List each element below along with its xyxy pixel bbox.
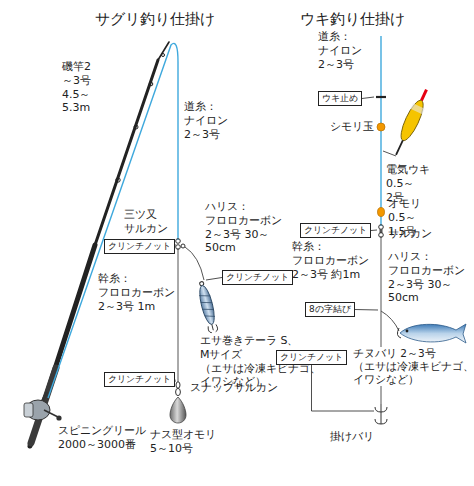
electric-float xyxy=(410,103,424,114)
line-label: 道糸： ナイロン 2～3号 xyxy=(318,30,362,71)
line-label: 道糸： ナイロン 2～3号 xyxy=(184,100,228,141)
leader-line xyxy=(362,97,374,99)
three-way-swivel xyxy=(176,239,185,250)
leader-label: ハリス： フロロカーボン 2～3号 30～50cm xyxy=(205,200,282,255)
bait-teara xyxy=(205,313,215,318)
float-stop xyxy=(376,96,386,98)
bait-teara xyxy=(202,307,213,313)
three-way-swivel xyxy=(176,239,181,244)
bait-fish xyxy=(406,330,409,333)
bait-teara xyxy=(199,293,210,299)
knot-name: クリンチノット xyxy=(304,225,367,235)
knot-name: ウキ止め xyxy=(322,93,358,103)
knot-name: クリンチノット xyxy=(108,374,171,384)
electric-float xyxy=(383,151,396,156)
main-line xyxy=(48,43,178,398)
electric-float xyxy=(383,87,432,158)
swivel xyxy=(379,233,384,238)
knot-box: ウキ止め xyxy=(318,91,362,106)
knot-name: 8の字結び xyxy=(309,304,351,314)
diagram-heading: ウキ釣り仕掛け xyxy=(300,10,405,30)
bait-fish xyxy=(397,328,401,338)
fishing-rod xyxy=(134,125,138,129)
bait-teara xyxy=(201,300,212,306)
three-way-swivel xyxy=(181,244,185,248)
split-shot xyxy=(378,208,385,217)
fishing-rod xyxy=(162,54,165,57)
spinning-reel xyxy=(24,392,62,421)
float-bead xyxy=(377,123,385,131)
branch-line xyxy=(185,247,204,280)
knot-box: 8の字結び xyxy=(305,302,355,317)
snap-swivel xyxy=(176,382,181,396)
split-shot xyxy=(378,208,385,217)
electric-float xyxy=(397,98,427,143)
knot-box: クリンチノット xyxy=(276,350,347,365)
knot-box: クリンチノット xyxy=(104,372,175,387)
egg-sinker xyxy=(170,397,186,423)
knot-name: クリンチノット xyxy=(108,241,171,251)
spinning-reel xyxy=(24,403,33,417)
sinker-label: ナス型オモリ 5～10号 xyxy=(150,428,216,456)
trunk-label: 幹糸： フロロカーボン 2～3号 1m xyxy=(97,272,176,313)
float-bead xyxy=(377,123,385,131)
leader-line xyxy=(371,230,377,232)
gang-hooks xyxy=(375,404,387,424)
fishing-rod xyxy=(116,178,120,182)
bait-teara xyxy=(207,323,218,333)
hook-label: 掛けバリ xyxy=(330,430,374,444)
electric-float xyxy=(420,89,428,101)
bait-teara xyxy=(196,280,219,333)
hook-label: チヌバリ 2～3号 （エサは冷凍キビナゴ、 イワシなど） xyxy=(352,347,474,386)
electric-float xyxy=(390,87,432,158)
bait-fish xyxy=(400,324,466,343)
fishing-rod xyxy=(149,82,153,86)
snap-swivel xyxy=(176,388,181,395)
diagram-heading: サグリ釣り仕掛け xyxy=(95,10,215,30)
knot-name: クリンチノット xyxy=(226,272,289,282)
trunk-label: 幹糸： フロロカーボン 2～3号 約1m xyxy=(292,240,369,281)
branch-line xyxy=(381,311,399,331)
three-way-swivel xyxy=(176,245,181,250)
swivel xyxy=(379,225,384,230)
snap-label: スナップサルカン xyxy=(190,381,278,395)
spinning-reel xyxy=(56,415,61,420)
main-line xyxy=(48,43,178,398)
swivel xyxy=(379,225,384,238)
main-line xyxy=(178,248,179,382)
leader-line xyxy=(206,278,222,281)
knot-box: クリンチノット xyxy=(300,223,371,238)
rod-label: 磯竿2～3号 4.5～5.3m xyxy=(62,60,91,115)
branch-line xyxy=(185,247,204,280)
bead-label: シモリ玉 xyxy=(330,120,374,134)
electric-float xyxy=(396,140,403,155)
reel-label: スピニングリール 2000～3000番 xyxy=(58,424,146,452)
gang-hooks xyxy=(375,404,387,416)
leader-line xyxy=(355,309,378,311)
gang-hooks xyxy=(375,416,387,424)
branch-line xyxy=(381,311,399,331)
bait-fish xyxy=(397,324,466,343)
spinning-reel xyxy=(44,410,58,417)
egg-sinker xyxy=(170,397,186,423)
swivel-label: サルカン xyxy=(388,227,432,241)
knot-box: クリンチノット xyxy=(104,239,175,254)
knot-name: クリンチノット xyxy=(280,352,343,362)
bait-teara xyxy=(197,284,217,325)
snap-swivel xyxy=(176,382,180,388)
knot-box: クリンチノット xyxy=(222,270,293,285)
leader-label: ハリス： フロロカーボン 2～3号 30～50cm xyxy=(388,250,465,305)
float-stop xyxy=(376,97,386,98)
swivel-label: 三ツ又 サルカン xyxy=(124,208,168,236)
